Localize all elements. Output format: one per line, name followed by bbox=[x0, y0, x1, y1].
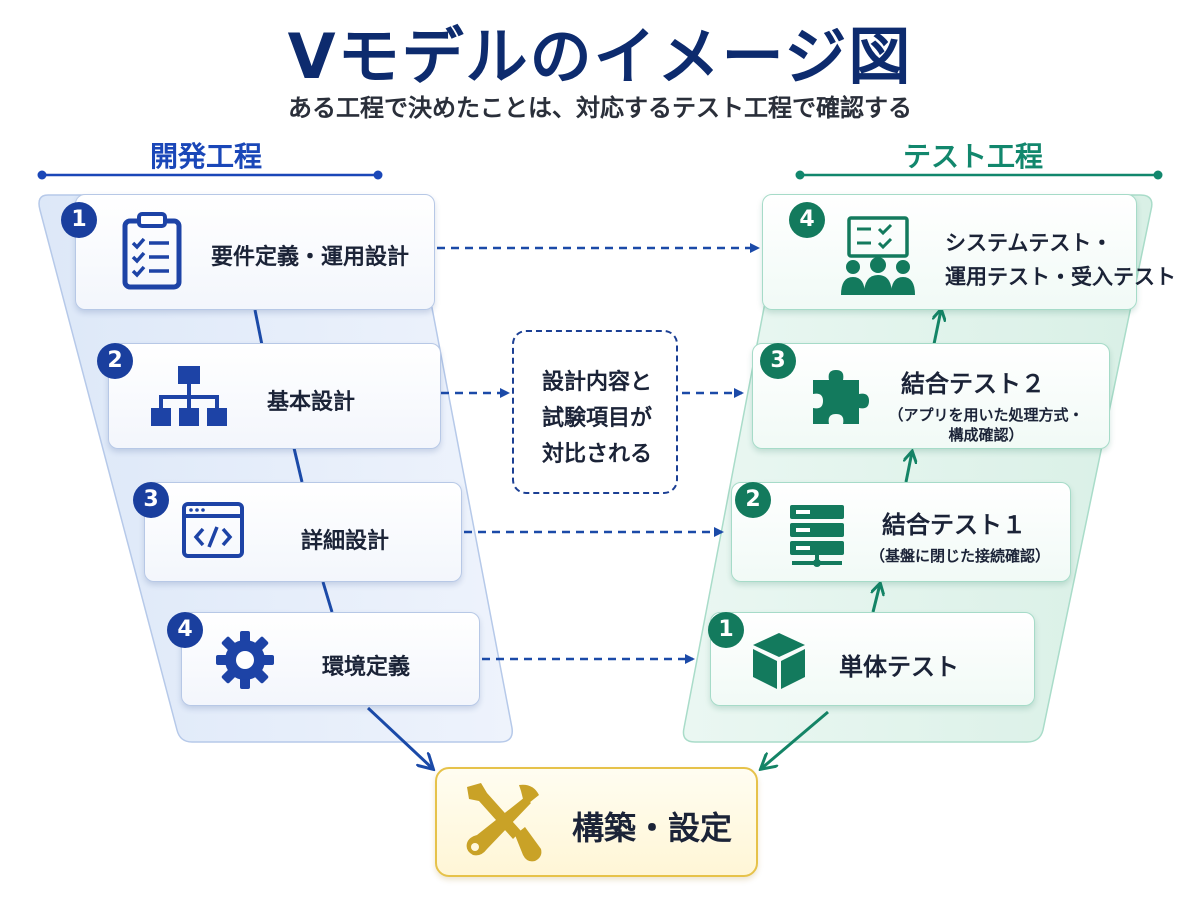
build-to-test-arrow bbox=[762, 710, 829, 768]
server-icon bbox=[790, 505, 844, 567]
dev-badge-2: 2 bbox=[97, 343, 133, 379]
build-label: 構築・設定 bbox=[572, 809, 733, 847]
test-card-unit-label: 単体テスト bbox=[839, 653, 959, 681]
cube-icon bbox=[753, 633, 805, 689]
test-badge-2: 2 bbox=[735, 482, 771, 518]
test-card-integration-1: 結合テスト１ （基盤に閉じた接続確認） bbox=[731, 482, 1071, 582]
dev-card-basic-design-label: 基本設計 bbox=[267, 390, 356, 415]
test-card-integration-2-sub-2: 構成確認） bbox=[948, 426, 1024, 444]
test-badge-1: 1 bbox=[708, 612, 744, 648]
page-title: Vモデルのイメージ図 bbox=[287, 20, 913, 93]
dev-card-detailed-design-label: 詳細設計 bbox=[301, 529, 390, 554]
gear-icon bbox=[216, 631, 274, 689]
team-board-icon bbox=[841, 216, 915, 295]
test-card-integration-1-sub: （基盤に閉じた接続確認） bbox=[869, 547, 1050, 565]
puzzle-icon bbox=[813, 370, 869, 424]
test-badge-3: 3 bbox=[760, 343, 796, 379]
dev-card-detailed-design: 詳細設計 bbox=[144, 482, 462, 582]
down-to-build-arrow bbox=[366, 706, 432, 768]
page-subtitle: ある工程で決めたことは、対応するテスト工程で確認する bbox=[288, 94, 912, 122]
test-card-integration-2: 結合テスト２ （アプリを用いた処理方式・ 構成確認） bbox=[752, 343, 1110, 449]
test-badge-4: 4 bbox=[789, 202, 825, 238]
test-card-unit: 単体テスト bbox=[710, 612, 1035, 706]
code-window-icon bbox=[182, 502, 244, 558]
dev-card-environment-label: 環境定義 bbox=[322, 655, 411, 680]
clipboard-checklist-icon bbox=[122, 212, 182, 290]
note-line-1: 設計内容と bbox=[541, 370, 652, 395]
note-line-2: 試験項目が bbox=[541, 406, 652, 431]
dev-badge-1: 1 bbox=[61, 202, 97, 238]
note-line-3: 対比される bbox=[541, 442, 652, 467]
org-chart-icon bbox=[151, 366, 227, 426]
test-card-system: システムテスト・ 運用テスト・受入テスト bbox=[762, 194, 1176, 310]
test-card-integration-2-label: 結合テスト２ bbox=[901, 370, 1045, 398]
test-section-label: テスト工程 bbox=[903, 140, 1044, 173]
dev-badge-4: 4 bbox=[167, 612, 203, 648]
test-card-integration-1-label: 結合テスト１ bbox=[882, 511, 1026, 539]
dev-card-basic-design: 基本設計 bbox=[108, 343, 441, 449]
comparison-note: 設計内容と 試験項目が 対比される bbox=[512, 330, 678, 494]
dev-card-environment: 環境定義 bbox=[181, 612, 480, 706]
development-section-label: 開発工程 bbox=[150, 140, 263, 173]
build-configuration-box: 構築・設定 bbox=[435, 767, 758, 877]
test-card-system-label-2: 運用テスト・受入テスト bbox=[945, 265, 1176, 289]
dev-card-requirements: 要件定義・運用設計 bbox=[75, 194, 435, 310]
test-card-integration-2-sub-1: （アプリを用いた処理方式・ bbox=[888, 406, 1084, 424]
test-card-system-label-1: システムテスト・ bbox=[945, 231, 1113, 255]
tools-icon bbox=[466, 783, 542, 862]
dev-badge-3: 3 bbox=[133, 482, 169, 518]
dev-card-requirements-label: 要件定義・運用設計 bbox=[211, 245, 410, 270]
